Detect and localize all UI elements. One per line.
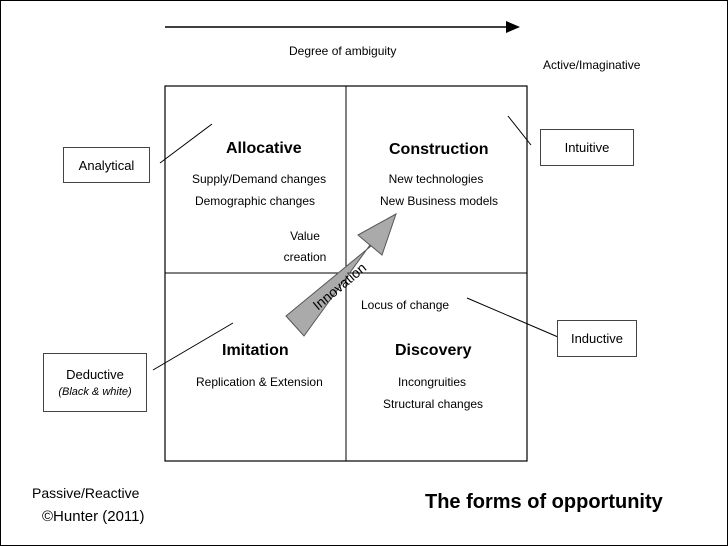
allocative-title: Allocative <box>226 140 302 157</box>
inductive-label: Inductive <box>570 331 624 346</box>
connector-intuitive <box>507 115 532 146</box>
value-creation-line1: Value <box>290 229 320 243</box>
passive-reactive-label: Passive/Reactive <box>32 485 140 501</box>
page-title: The forms of opportunity <box>425 491 663 513</box>
connector-deductive <box>152 322 234 371</box>
construction-line2: New Business models <box>380 194 499 208</box>
analytical-box: Analytical <box>63 147 150 183</box>
imitation-title: Imitation <box>222 342 289 359</box>
connector-analytical <box>159 123 213 164</box>
discovery-title: Discovery <box>395 342 472 359</box>
deductive-label: Deductive <box>66 367 124 382</box>
construction-title: Construction <box>389 141 489 158</box>
allocative-line2: Demographic changes <box>194 194 316 208</box>
deductive-sub-label: (Black & white) <box>58 386 132 398</box>
value-creation-line2: creation <box>283 250 327 264</box>
discovery-line1: Incongruities <box>397 375 467 389</box>
connector-inductive <box>466 297 559 338</box>
innovation-arrow <box>285 212 397 337</box>
intuitive-box: Intuitive <box>540 129 634 166</box>
construction-line1: New technologies <box>388 172 484 186</box>
ambiguity-arrow-head <box>506 21 520 33</box>
copyright-label: ©Hunter (2011) <box>42 508 145 525</box>
allocative-line1: Supply/Demand changes <box>192 172 327 186</box>
locus-of-change-label: Locus of change <box>361 298 450 312</box>
discovery-line2: Structural changes <box>383 397 484 411</box>
deductive-box: Deductive (Black & white) <box>43 353 147 412</box>
ambiguity-axis-label: Degree of ambiguity <box>289 44 397 58</box>
active-imaginative-label: Active/Imaginative <box>543 58 641 72</box>
imitation-line1: Replication & Extension <box>196 375 323 389</box>
intuitive-label: Intuitive <box>564 140 610 155</box>
inductive-box: Inductive <box>557 320 637 357</box>
analytical-label: Analytical <box>78 157 135 173</box>
